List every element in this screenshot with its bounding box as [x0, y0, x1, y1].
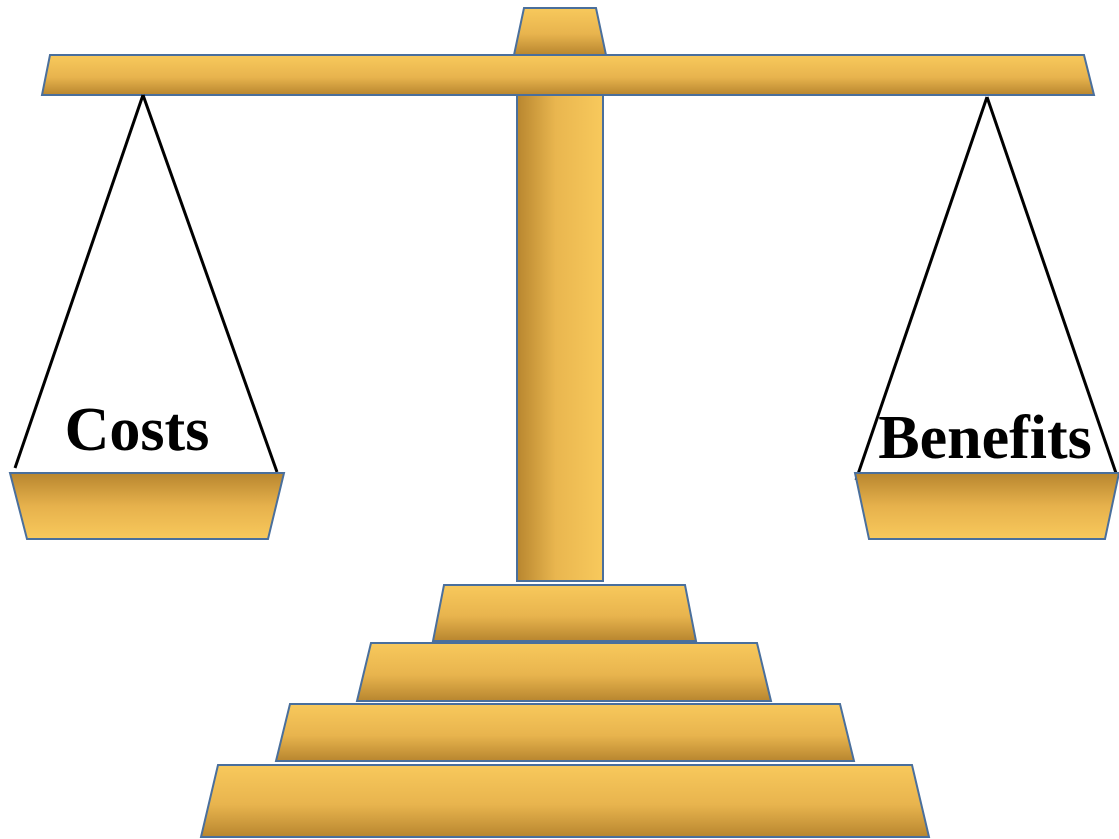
base-step-4	[199, 764, 931, 838]
costs-label: Costs	[65, 396, 210, 464]
left-string-outer	[13, 94, 145, 469]
base-step-1	[431, 584, 698, 642]
right-pan	[853, 472, 1119, 540]
base-step-3	[274, 703, 856, 762]
left-pan	[8, 472, 286, 540]
right-string-outer	[985, 96, 1119, 477]
benefits-label: Benefits	[878, 404, 1092, 472]
scale-pillar	[516, 94, 604, 582]
left-string-inner	[141, 94, 279, 473]
right-string-inner	[854, 96, 989, 481]
base-step-2	[355, 642, 773, 702]
top-knob	[512, 7, 608, 56]
scale-beam	[40, 54, 1096, 96]
